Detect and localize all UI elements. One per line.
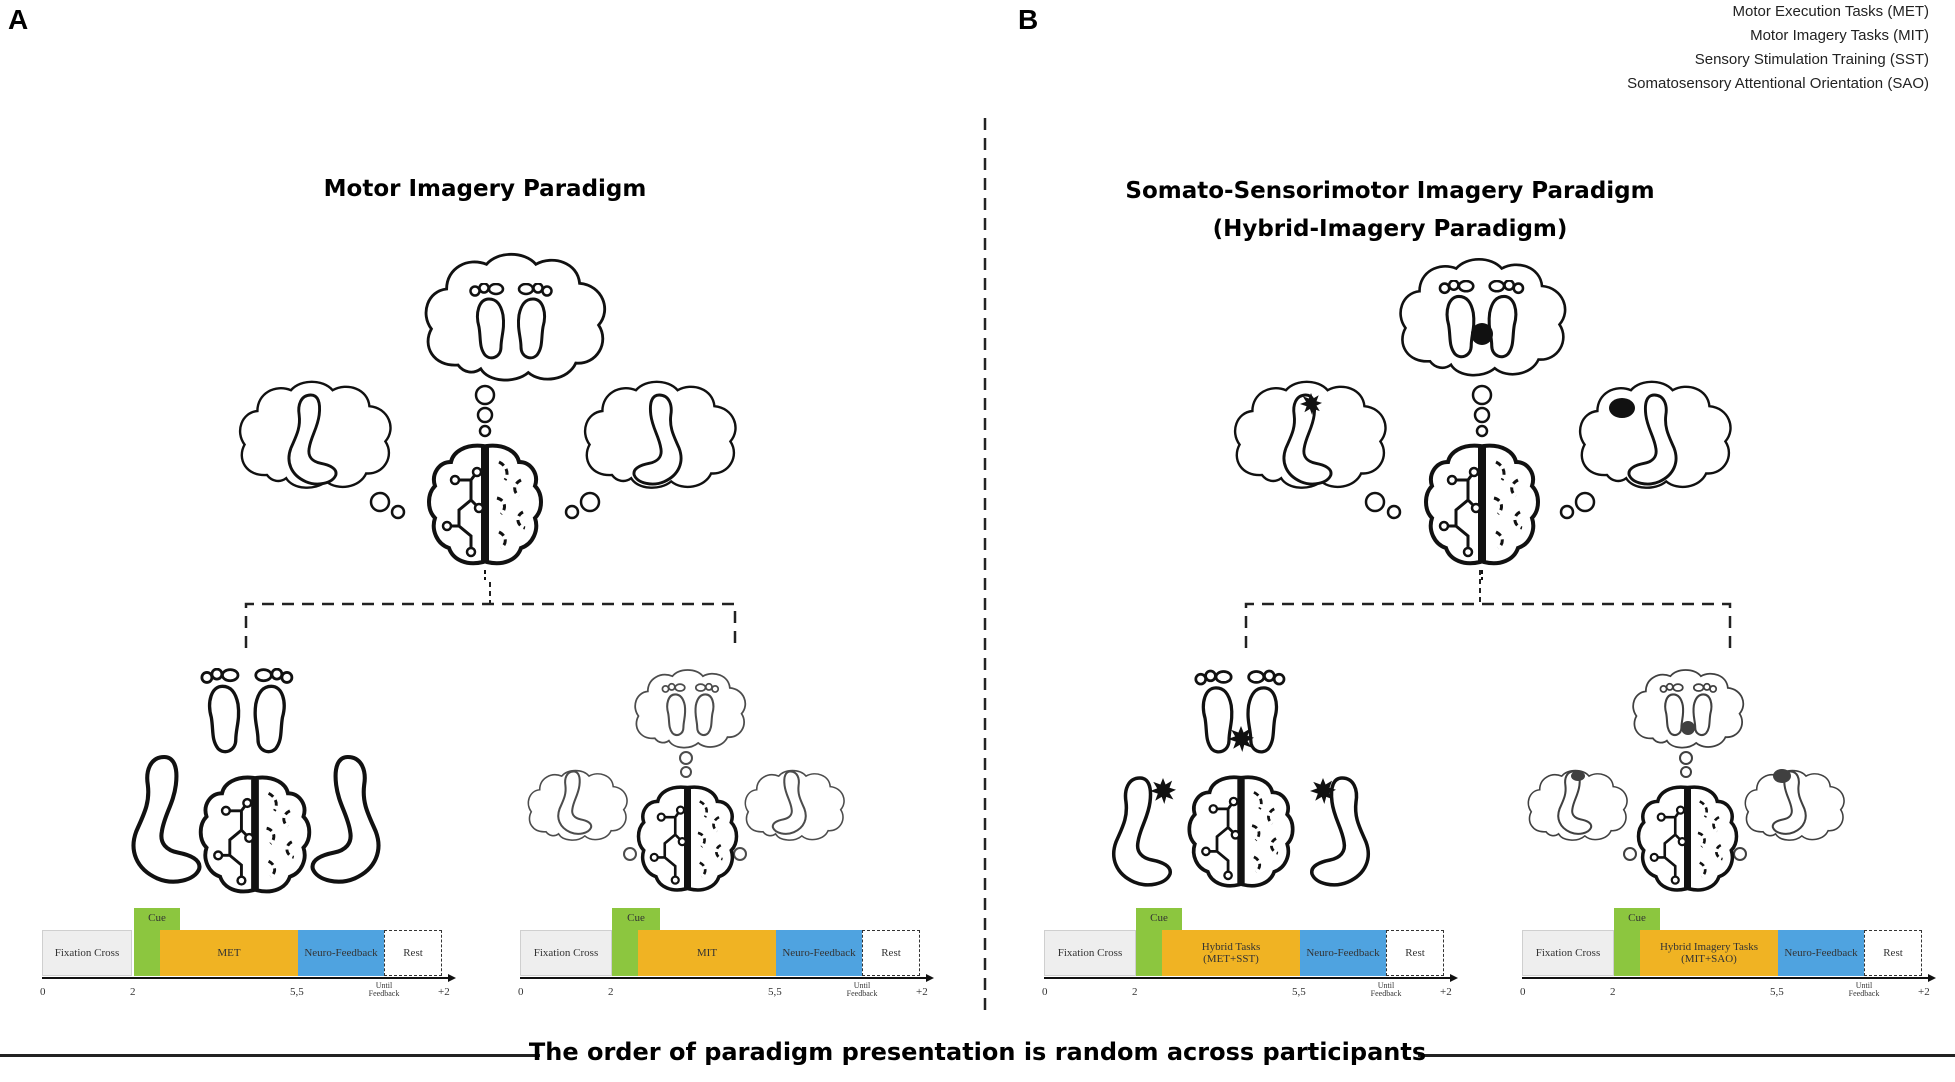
axis-tick-5-5: 5,5 xyxy=(290,986,304,998)
axis-tick-0: 0 xyxy=(1042,986,1048,998)
timeline-segment-rest: Rest xyxy=(1386,930,1444,976)
timeline-axis xyxy=(1044,974,1458,982)
footer-caption: The order of paradigm presentation is ra… xyxy=(528,1038,1427,1066)
footer-rule-left xyxy=(0,1054,540,1057)
footer-rule-right xyxy=(1418,1054,1955,1057)
timeline-1: Fixation Cross Cue MET Neuro-Feedback Re… xyxy=(40,900,460,1010)
panel-a-main-illustration xyxy=(238,252,737,580)
foot-icon xyxy=(200,668,294,754)
axis-tick-2: 2 xyxy=(1610,986,1616,998)
axis-tick-plus-2: +2 xyxy=(916,986,928,998)
axis-tick-plus-2: +2 xyxy=(1918,986,1930,998)
legend-item-met: Motor Execution Tasks (MET) xyxy=(1732,3,1929,20)
panel-letter-a: A xyxy=(8,4,29,35)
thought-cloud-icon xyxy=(1399,257,1567,377)
timeline-segment-fixation: Fixation Cross xyxy=(520,930,612,976)
brain-icon xyxy=(198,775,312,894)
timeline-segment-rest: Rest xyxy=(1864,930,1922,976)
stimulus-dot xyxy=(1681,721,1695,735)
panel-b-title: Somato-Sensorimotor Imagery Paradigm xyxy=(1125,178,1655,204)
timeline-segment-rest: Rest xyxy=(384,930,442,976)
timeline-axis xyxy=(520,974,934,982)
axis-tick-until-feedback: Until Feedback xyxy=(368,981,400,998)
thought-cloud-icon xyxy=(634,669,747,749)
axis-tick-until-feedback: Until Feedback xyxy=(846,981,878,998)
legend-item-sao: Somatosensory Attentional Orientation (S… xyxy=(1627,75,1929,92)
panel-a-execution-illustration xyxy=(120,668,390,894)
panel-a-title: Motor Imagery Paradigm xyxy=(323,176,647,202)
stimulus-dot xyxy=(1609,398,1635,418)
panel-letter-b: B xyxy=(1018,4,1039,35)
legend: Motor Execution Tasks (MET) Motor Imager… xyxy=(1627,0,1929,96)
axis-tick-0: 0 xyxy=(40,986,46,998)
axis-tick-until-feedback: Until Feedback xyxy=(1848,981,1880,998)
axis-tick-5-5: 5,5 xyxy=(1292,986,1306,998)
timeline-axis xyxy=(1522,974,1936,982)
timeline-segment-task: MIT xyxy=(638,930,776,976)
timeline-segment-rest: Rest xyxy=(862,930,920,976)
brain-icon xyxy=(1424,443,1540,566)
stimulus-dot xyxy=(1773,769,1791,783)
timeline-segment-fixation: Fixation Cross xyxy=(1044,930,1136,976)
stimulus-dot xyxy=(1571,771,1585,781)
legend-item-mit: Motor Imagery Tasks (MIT) xyxy=(1750,27,1929,44)
axis-tick-2: 2 xyxy=(1132,986,1138,998)
legend-item-sst: Sensory Stimulation Training (SST) xyxy=(1694,51,1929,68)
brain-icon xyxy=(1636,785,1739,892)
thought-cloud-icon xyxy=(1632,669,1745,749)
axis-tick-until-feedback: Until Feedback xyxy=(1370,981,1402,998)
timeline-segment-fixation: Fixation Cross xyxy=(1522,930,1614,976)
axis-tick-0: 0 xyxy=(518,986,524,998)
timeline-segment-task: Hybrid Tasks (MET+SST) xyxy=(1162,930,1300,976)
axis-tick-plus-2: +2 xyxy=(438,986,450,998)
panel-b-subtitle: (Hybrid-Imagery Paradigm) xyxy=(1212,216,1568,242)
stimulus-burst-icon xyxy=(1150,778,1176,804)
timeline-axis xyxy=(42,974,456,982)
axis-tick-2: 2 xyxy=(608,986,614,998)
timeline-segment-task: MET xyxy=(160,930,298,976)
timeline-segment-neurofeedback: Neuro-Feedback xyxy=(1300,930,1386,976)
arm-icon xyxy=(313,757,379,882)
timeline-segment-task: Hybrid Imagery Tasks (MIT+SAO) xyxy=(1640,930,1778,976)
axis-tick-5-5: 5,5 xyxy=(768,986,782,998)
stimulus-dot xyxy=(1471,323,1493,345)
timeline-segment-neurofeedback: Neuro-Feedback xyxy=(776,930,862,976)
arm-icon xyxy=(134,757,200,882)
timeline-4: Fixation Cross Cue Hybrid Imagery Tasks … xyxy=(1520,900,1940,1010)
timeline-segment-neurofeedback: Neuro-Feedback xyxy=(298,930,384,976)
timeline-segment-fixation: Fixation Cross xyxy=(42,930,132,976)
panel-b-hybrid-imagery-illustration xyxy=(1527,669,1846,892)
panel-b-main-illustration xyxy=(1233,257,1732,580)
panel-a-imagery-illustration xyxy=(527,669,846,892)
brain-icon xyxy=(1187,775,1295,888)
timeline-3: Fixation Cross Cue Hybrid Tasks (MET+SST… xyxy=(1042,900,1462,1010)
axis-tick-plus-2: +2 xyxy=(1440,986,1452,998)
axis-tick-0: 0 xyxy=(1520,986,1526,998)
timeline-2: Fixation Cross Cue MIT Neuro-Feedback Re… xyxy=(518,900,938,1010)
brain-icon xyxy=(636,785,739,892)
timeline-segment-neurofeedback: Neuro-Feedback xyxy=(1778,930,1864,976)
axis-tick-2: 2 xyxy=(130,986,136,998)
axis-tick-5-5: 5,5 xyxy=(1770,986,1784,998)
panel-b-hybrid-execution-illustration xyxy=(1111,669,1371,888)
